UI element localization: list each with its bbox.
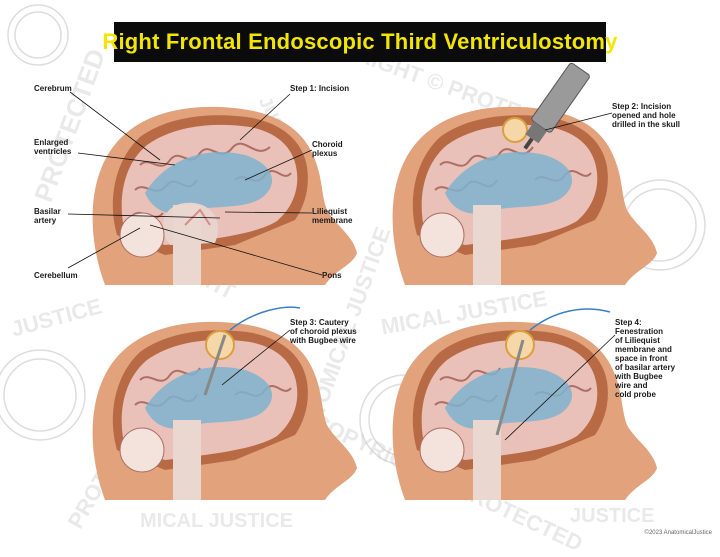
illustration-canvas: PROTECTED COPYRIGHT © PROTECTED JUSTICE … (0, 4, 712, 556)
panel-step3-illustration (92, 306, 357, 500)
panel-step2-illustration (392, 106, 657, 285)
label-step3: Step 3: Cautery of choroid plexus with B… (290, 318, 357, 345)
label-pons: Pons (322, 271, 342, 280)
label-step4: Step 4: Fenestration of Liliequist membr… (615, 318, 676, 399)
label-liliequist-membrane: Liliequist membrane (312, 207, 353, 225)
copyright-notice: ©2023 AnatomicalJustice (644, 530, 712, 536)
label-step1: Step 1: Incision (290, 84, 350, 93)
label-step2: Step 2: Incision opened and hole drilled… (612, 102, 681, 129)
panel-step1-illustration (92, 106, 357, 285)
seal-top-left (7, 4, 69, 66)
watermark-medical-justice-bottom: MICAL JUSTICE (140, 510, 293, 532)
drill-icon (523, 62, 590, 150)
panel-step4-illustration (392, 308, 657, 500)
label-enlarged-ventricles: Enlarged ventricles (34, 138, 72, 156)
label-choroid-plexus: Choroid plexus (312, 140, 343, 158)
label-basilar-artery: Basilar artery (34, 207, 61, 225)
leader-lines (67, 91, 616, 441)
diagram-title: Right Frontal Endoscopic Third Ventricul… (102, 29, 618, 54)
label-cerebrum: Cerebrum (34, 84, 72, 93)
watermark-justice-bottom-right: JUSTICE (570, 505, 655, 527)
title-banner: Right Frontal Endoscopic Third Ventricul… (102, 22, 617, 62)
seal-bottom-left (0, 349, 86, 441)
label-cerebellum: Cerebellum (34, 271, 78, 280)
